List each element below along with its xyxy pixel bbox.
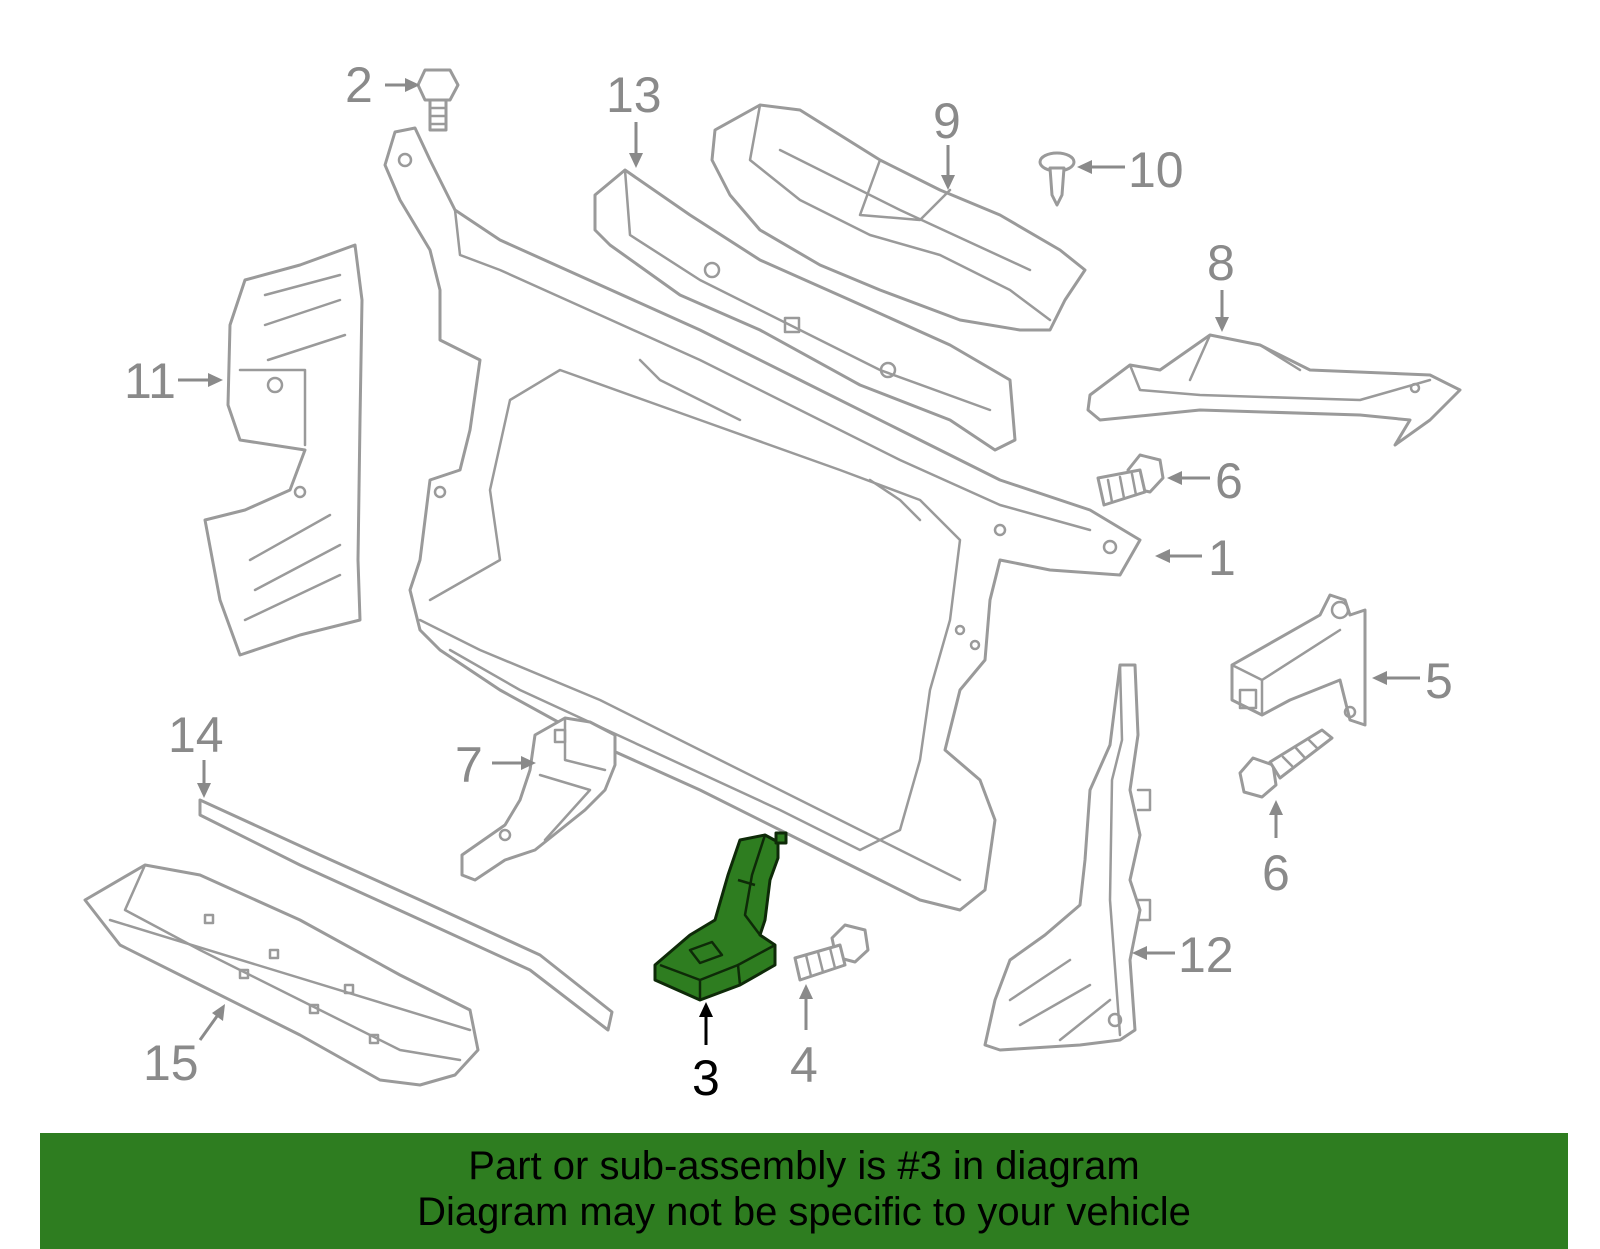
part-8-bracket[interactable] [1086,333,1462,447]
part-5-bracket[interactable] [1230,593,1367,727]
label-part-14: 14 [168,707,224,763]
label-part-6-upper: 6 [1215,453,1243,509]
part-6-bolt-lower[interactable] [1238,728,1334,799]
part-4-bolt[interactable] [793,923,870,982]
part-10-clip[interactable] [1038,151,1076,207]
label-part-6-lower: 6 [1262,845,1290,901]
callout-labels: 2 13 9 10 8 11 6 1 5 6 14 7 12 4 15 3 [124,57,1453,1106]
part-11-left-air-guide[interactable] [203,243,364,657]
part-9-cover[interactable] [710,103,1087,332]
label-part-11: 11 [124,353,176,409]
part-12-right-air-guide[interactable] [983,663,1152,1052]
label-part-10: 10 [1128,142,1184,198]
label-part-1: 1 [1208,530,1236,586]
label-part-12: 12 [1178,927,1234,983]
part-6-bolt-upper[interactable] [1096,453,1165,507]
part-13-upper-deflector[interactable] [593,168,1017,452]
part-2-bolt[interactable] [416,68,460,132]
part-3-highlighted-bracket[interactable] [653,831,788,1002]
part-15-lower-deflector[interactable] [83,863,480,1087]
label-part-15: 15 [143,1035,199,1091]
part-14-strip[interactable] [198,798,614,1032]
label-part-2: 2 [345,57,373,113]
part-1-radiator-support[interactable] [383,126,1142,912]
label-part-7: 7 [455,737,483,793]
label-part-3-highlighted: 3 [692,1050,720,1106]
label-part-5: 5 [1425,653,1453,709]
callout-arrows [178,78,1420,1045]
label-part-4: 4 [790,1037,818,1093]
part-7-bracket[interactable] [460,716,617,882]
banner-line-disclaimer: Diagram may not be specific to your vehi… [417,1190,1191,1234]
info-banner: Part or sub-assembly is #3 in diagram Di… [40,1133,1568,1249]
label-part-8: 8 [1207,235,1235,291]
label-part-13: 13 [606,67,662,123]
label-part-9: 9 [933,93,961,149]
banner-line-part-number: Part or sub-assembly is #3 in diagram [468,1144,1140,1188]
